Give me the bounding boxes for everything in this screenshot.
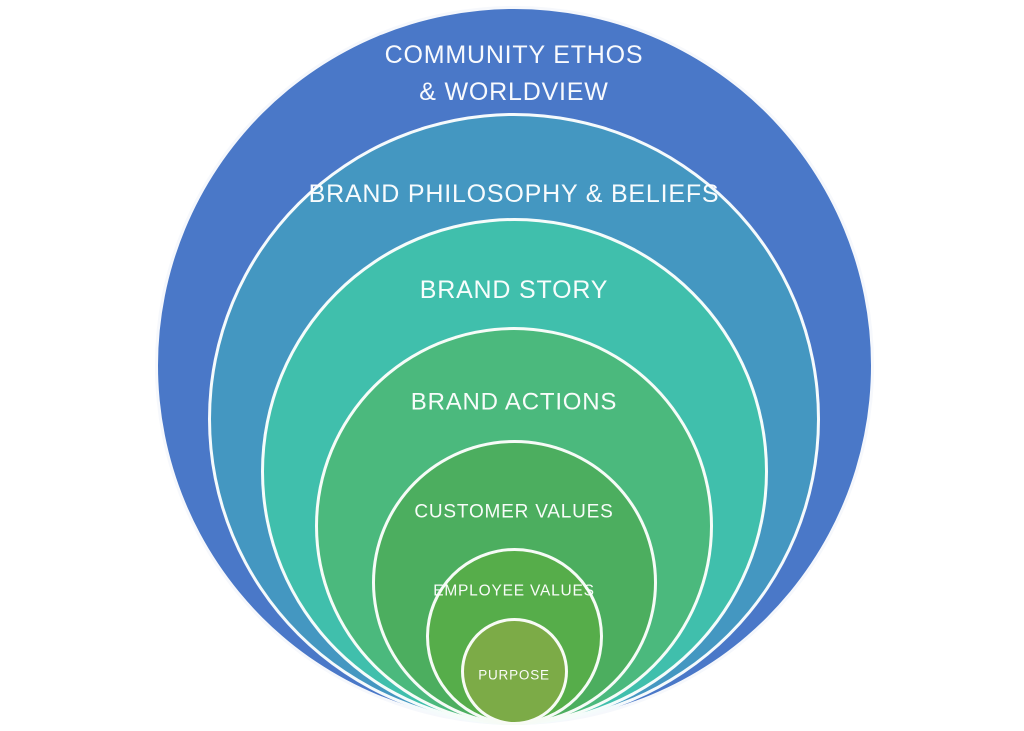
ring-purpose — [460, 618, 568, 725]
